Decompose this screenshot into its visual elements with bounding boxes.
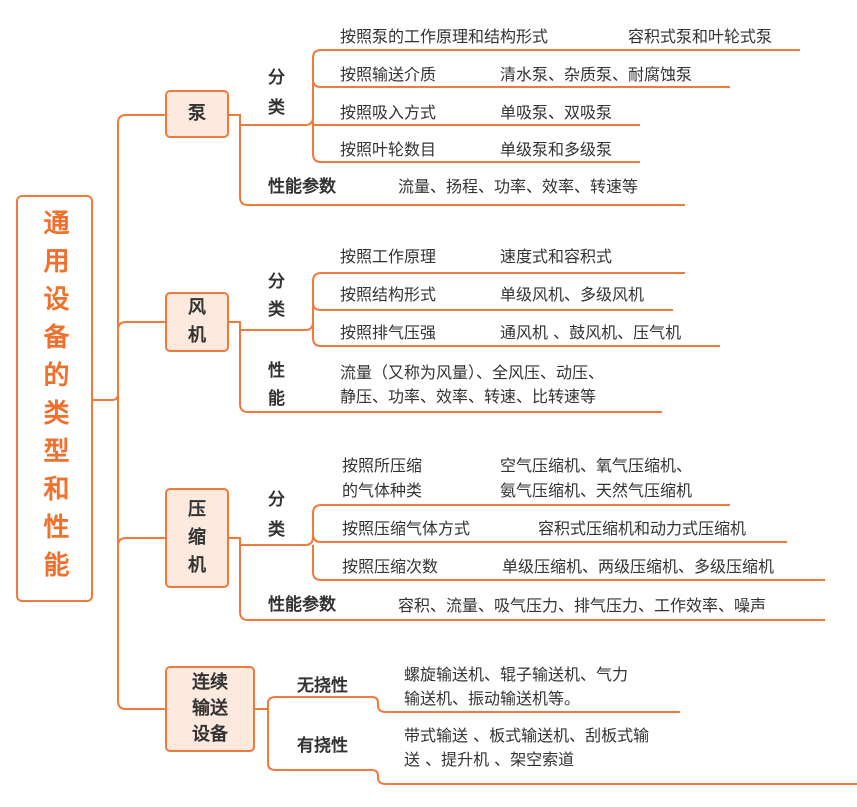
- pump-perf-values: 流量、扬程、功率、效率、转速等: [398, 177, 639, 196]
- compressor-types: 氨气压缩机、天然气压缩机: [500, 481, 693, 500]
- fan-classify-label-1: 分: [268, 272, 285, 292]
- fan-perf-label-1: 性: [268, 361, 285, 381]
- fan-types: 单级风机、多级风机: [500, 285, 645, 304]
- pump-criterion: 按照输送介质: [340, 65, 437, 84]
- conveyor-flex-values: 带式输送 、板式输送机、刮板式输: [404, 726, 650, 745]
- pump-classify-label-1: 分: [268, 68, 285, 88]
- fan-types: 通风机 、鼓风机、压气机: [500, 323, 682, 342]
- fan-classify-label-2: 类: [268, 300, 285, 320]
- conveyor-nonflex-values: 螺旋输送机、辊子输送机、气力: [404, 665, 629, 684]
- fan-perf-values: 流量（又称为风量）、全风压、动压、: [340, 363, 605, 382]
- conveyor-nonflex-label: 无挠性: [297, 676, 348, 696]
- pump-types: 单级泵和多级泵: [500, 140, 613, 159]
- conveyor-flex-values: 送 、提升机 、架空索道: [404, 750, 575, 769]
- fan-types: 速度式和容积式: [500, 247, 613, 266]
- compressor-classify-label-1: 分: [268, 490, 285, 510]
- compressor-classify-label-2: 类: [268, 520, 285, 540]
- pump-types: 清水泵、杂质泵、耐腐蚀泵: [500, 65, 693, 84]
- fan-perf-label-2: 能: [268, 389, 285, 409]
- compressor-criterion: 按照压缩次数: [342, 557, 439, 576]
- compressor-types: 单级压缩机、两级压缩机、多级压缩机: [502, 557, 775, 576]
- compressor-criterion: 的气体种类: [342, 481, 423, 500]
- pump-perf-label: 性能参数: [268, 177, 336, 197]
- node-compressor-label: 缩: [188, 527, 206, 548]
- node-fan-label: 机: [188, 325, 206, 346]
- node-conveyor-label: 设备: [192, 724, 228, 745]
- root-title: 通用设备的类型和性能: [39, 208, 69, 589]
- pump-criterion: 按照吸入方式: [340, 103, 437, 122]
- node-conveyor-label: 连续: [192, 672, 228, 693]
- pump-criterion: 按照泵的工作原理和结构形式: [340, 27, 549, 46]
- node-compressor-label: 机: [188, 555, 206, 576]
- compressor-perf-label: 性能参数: [268, 595, 336, 615]
- compressor-types: 容积式压缩机和动力式压缩机: [538, 519, 747, 538]
- compressor-criterion: 按照压缩气体方式: [342, 519, 471, 538]
- pump-criterion: 按照叶轮数目: [340, 140, 437, 159]
- compressor-types: 空气压缩机、氧气压缩机、: [500, 456, 693, 475]
- conveyor-nonflex-values: 输送机、振动输送机等。: [404, 689, 581, 708]
- root-node: 通用设备的类型和性能: [16, 195, 93, 602]
- compressor-perf-values: 容积、流量、吸气压力、排气压力、工作效率、噪声: [398, 596, 767, 615]
- node-pump: 泵: [165, 90, 229, 138]
- node-pump-label: 泵: [188, 103, 206, 124]
- fan-perf-values: 静压、功率、效率、转速、比转速等: [340, 387, 597, 406]
- node-conveyor: 连续 输送 设备: [165, 666, 255, 752]
- pump-types: 容积式泵和叶轮式泵: [628, 27, 773, 46]
- fan-criterion: 按照结构形式: [340, 285, 437, 304]
- compressor-criterion: 按照所压缩: [342, 456, 423, 475]
- conveyor-flex-label: 有挠性: [297, 736, 348, 756]
- fan-criterion: 按照排气压强: [340, 323, 437, 342]
- node-fan-label: 风: [188, 297, 206, 318]
- node-conveyor-label: 输送: [192, 698, 228, 719]
- node-compressor: 压 缩 机: [165, 488, 229, 588]
- node-fan: 风 机: [165, 292, 229, 352]
- pump-classify-label-2: 类: [268, 98, 285, 118]
- pump-types: 单吸泵、双吸泵: [500, 103, 613, 122]
- fan-criterion: 按照工作原理: [340, 247, 437, 266]
- node-compressor-label: 压: [188, 499, 206, 520]
